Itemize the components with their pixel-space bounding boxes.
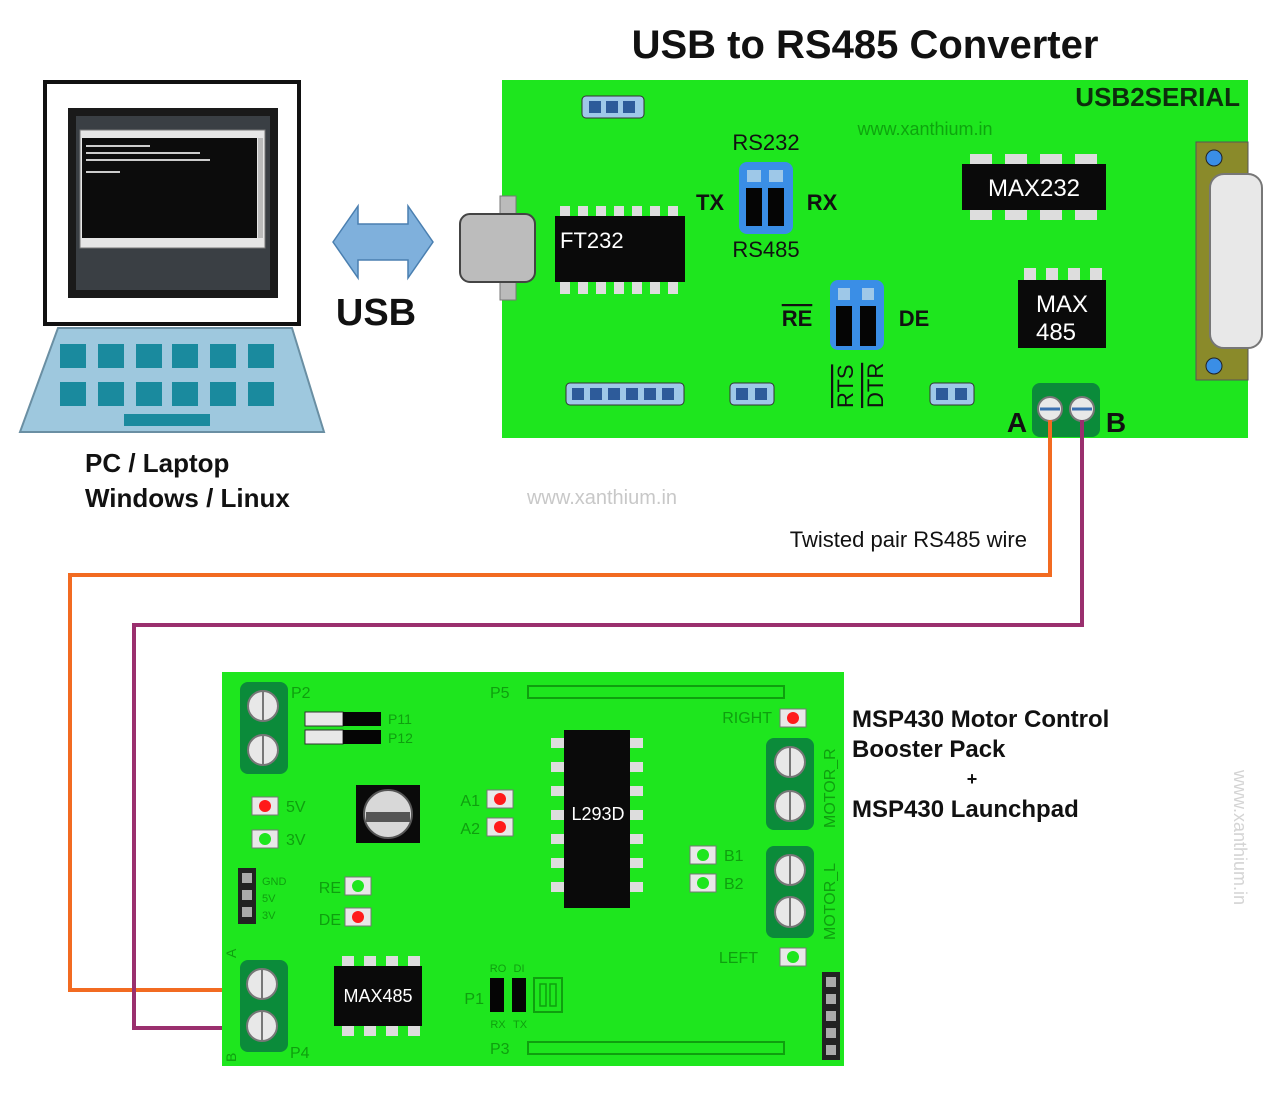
p4-terminal-block [240,960,288,1052]
laptop-icon [18,80,326,433]
booster-b-label: B [223,1053,239,1062]
booster-tx-label: TX [513,1019,528,1031]
pc-label-line2: Windows / Linux [85,483,290,513]
usb-connector-icon [459,195,536,301]
booster-text-line1: MSP430 Motor Control [852,706,1109,733]
p3-label: P3 [490,1041,510,1058]
voltage-regulator-icon [356,785,420,843]
max232-label: MAX232 [988,175,1080,202]
p2-terminal-block [240,682,288,774]
power-header [238,868,256,924]
p5-header [527,685,785,699]
ro-di-jumper[interactable] [490,977,563,1013]
booster-text-plus: + [967,769,978,789]
5v-led-icon [259,800,271,812]
p11-p12-jumpers [304,711,381,745]
usb-label: USB [336,292,416,334]
max485-label-line1: MAX [1036,291,1088,318]
left-label: LEFT [719,950,758,967]
a1-label: A1 [460,793,480,810]
converter-watermark: www.xanthium.in [856,119,992,139]
l293d-chip [551,730,643,908]
p2-label: P2 [291,685,311,702]
p4-label: P4 [290,1045,310,1062]
p1-label: P1 [464,991,484,1008]
ft232-label: FT232 [560,228,624,253]
rx-label: RX [807,190,838,215]
booster-max485-chip [334,956,422,1036]
l293d-label: L293D [571,804,624,824]
max232-chip [962,154,1106,220]
ro-label: RO [490,963,507,975]
booster-text-line2: Booster Pack [852,736,1006,763]
booster-a-label: A [223,948,239,958]
booster-re-led-icon [352,880,364,892]
usb-double-arrow-icon [332,203,434,281]
wire-b-purple [132,420,1084,1030]
tx-rx-jumper[interactable] [739,162,793,234]
a1-led-icon [494,793,506,805]
3v-led-icon [259,833,271,845]
b1-label: B1 [724,848,744,865]
right-label: RIGHT [722,710,772,727]
re-de-jumper[interactable] [830,280,884,350]
5v-label: 5V [286,799,306,816]
header-2pin-right [929,382,975,406]
terminal-b-label: B [1106,407,1126,438]
rs485-label: RS485 [732,237,799,262]
header-6pin [565,382,685,406]
b2-led-icon [697,877,709,889]
p5-label: P5 [490,685,510,702]
b2-label: B2 [724,876,744,893]
rts-label: RTS [833,364,858,408]
pc-label-line1: PC / Laptop [85,448,229,478]
gnd-5v-label: 5V [262,893,276,905]
laptop-keyboard [60,344,274,426]
a2-led-icon [494,821,506,833]
side-pin-header [822,972,840,1060]
a2-label: A2 [460,821,480,838]
max485-chip [1018,268,1106,348]
booster-text-line3: MSP430 Launchpad [852,796,1079,823]
header-2pin-left [729,382,775,406]
de-label: DE [899,306,930,331]
right-led-icon [787,712,799,724]
booster-de-label: DE [319,912,341,929]
max485-label-line2: 485 [1036,319,1076,346]
diagram-title: USB to RS485 Converter [632,23,1099,67]
p3-header [527,1041,785,1055]
gnd-label: GND [262,876,287,888]
3v-label: 3V [286,832,306,849]
ft232-chip [555,206,685,294]
booster-de-led-icon [352,911,364,923]
booster-re-label: RE [319,880,341,897]
db9-connector-icon [1195,141,1263,381]
header-3pin [581,95,645,119]
motor-r-label: MOTOR_R [822,748,839,828]
left-led-icon [787,951,799,963]
dtr-label: DTR [863,363,888,408]
di-label: DI [514,963,525,975]
converter-board-label: USB2SERIAL [1075,82,1240,112]
ab-terminal-block [1032,383,1100,437]
side-watermark: www.xanthium.in [1230,769,1250,905]
rs232-label: RS232 [732,130,799,155]
p11-label: P11 [388,711,412,727]
p12-label: P12 [388,730,413,746]
wire-label: Twisted pair RS485 wire [790,527,1027,552]
motor-l-terminal-block [766,846,814,938]
motor-r-terminal-block [766,738,814,830]
center-watermark: www.xanthium.in [526,487,677,509]
tx-label: TX [696,190,724,215]
motor-l-label: MOTOR_L [822,863,839,940]
re-label: RE [782,306,813,331]
gnd-3v-label: 3V [262,910,276,922]
booster-max485-label: MAX485 [343,986,412,1006]
terminal-a-label: A [1007,407,1027,438]
wire-a-orange [68,420,1052,992]
booster-rx-label: RX [490,1019,506,1031]
b1-led-icon [697,849,709,861]
